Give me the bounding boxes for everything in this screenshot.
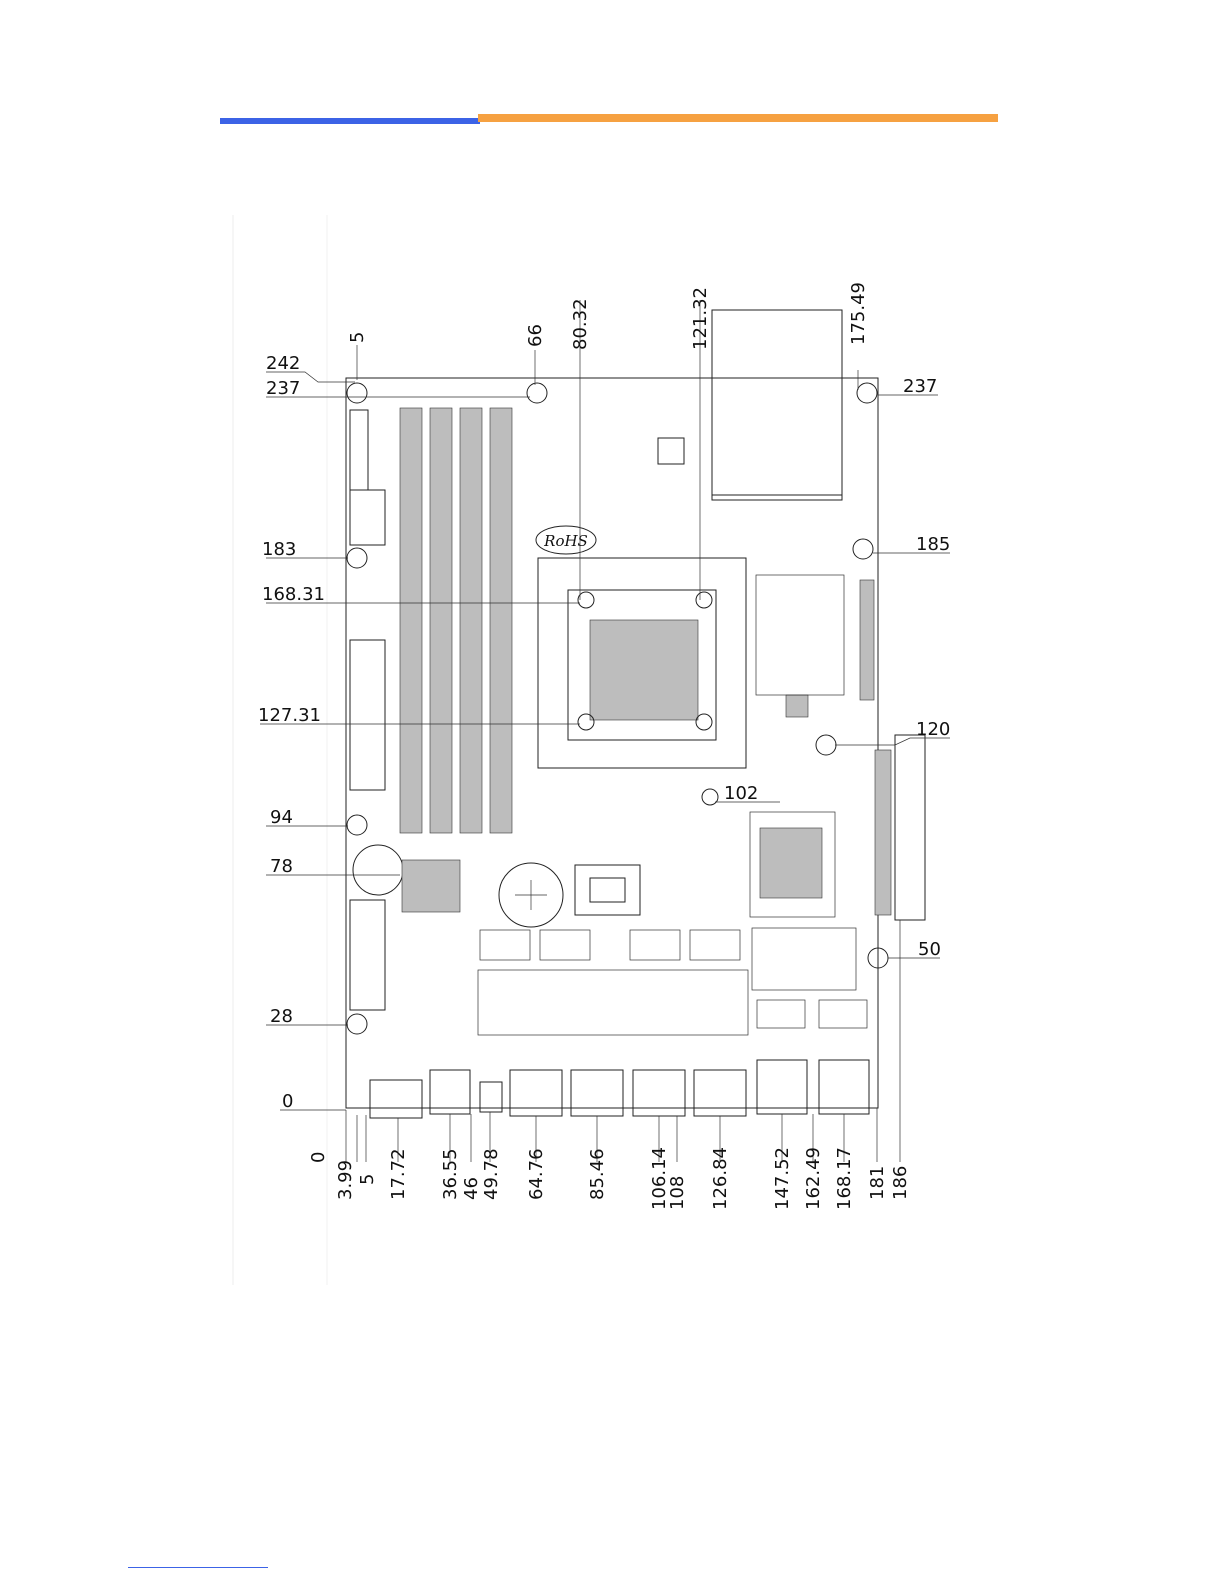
dim-bottom-36-55: 36.55 [440,1148,461,1200]
dim-bottom-3-99: 3.99 [335,1160,356,1200]
cmos-battery [499,863,563,927]
left-headers [350,410,403,1010]
left-dimension-labels: 242 237 183 168.31 127.31 94 78 28 0 [258,353,325,1112]
top-dimension-labels: 5 66 80.32 121.32 175.49 [347,282,869,350]
footer-rule [128,1567,268,1568]
dim-left-242: 242 [266,353,300,374]
dim-left-237: 237 [266,378,300,399]
dim-top-5: 5 [347,332,368,343]
dim-bottom-108: 108 [667,1176,688,1210]
dim-bottom-168-17: 168.17 [834,1147,855,1210]
dim-top-66: 66 [525,324,546,347]
dim-left-127-31: 127.31 [258,705,321,726]
right-dimension-labels: 237 185 120 102 50 [724,376,950,960]
dim-bottom-181: 181 [867,1166,888,1200]
dim-left-28: 28 [270,1006,293,1027]
dimm-slots [400,408,512,833]
dim-top-175-49: 175.49 [848,282,869,345]
dim-bottom-17-72: 17.72 [388,1148,409,1200]
dim-bottom-64-76: 64.76 [526,1148,547,1200]
bottom-dimension-lines [346,920,900,1162]
bottom-dimension-labels: 0 3.99 5 17.72 36.55 46 49.78 64.76 85.4… [308,1147,911,1210]
dim-bottom-0: 0 [308,1152,329,1163]
dim-bottom-147-52: 147.52 [772,1147,793,1210]
dim-bottom-85-46: 85.46 [587,1148,608,1200]
dim-top-80-32: 80.32 [570,298,591,350]
dim-right-237: 237 [903,376,937,397]
dim-left-0: 0 [282,1091,293,1112]
dim-left-78: 78 [270,856,293,877]
dim-left-183: 183 [262,539,296,560]
dim-bottom-5: 5 [357,1174,378,1185]
cpu-socket [538,558,746,768]
dim-right-102: 102 [724,783,758,804]
dim-left-168-31: 168.31 [262,584,325,605]
dim-bottom-46: 46 [461,1177,482,1200]
bottom-io-connectors [370,1000,869,1118]
dim-bottom-126-84: 126.84 [710,1147,731,1210]
mid-row-components [478,928,856,1035]
dim-right-120: 120 [916,719,950,740]
dim-left-94: 94 [270,807,293,828]
dim-bottom-186: 186 [890,1166,911,1200]
dim-top-121-32: 121.32 [690,287,711,350]
dim-bottom-49-78: 49.78 [481,1148,502,1200]
rohs-label: RoHS [543,532,588,550]
dim-right-185: 185 [916,534,950,555]
dim-bottom-162-49: 162.49 [803,1147,824,1210]
rohs-logo: RoHS [536,526,596,554]
dim-right-50: 50 [918,939,941,960]
